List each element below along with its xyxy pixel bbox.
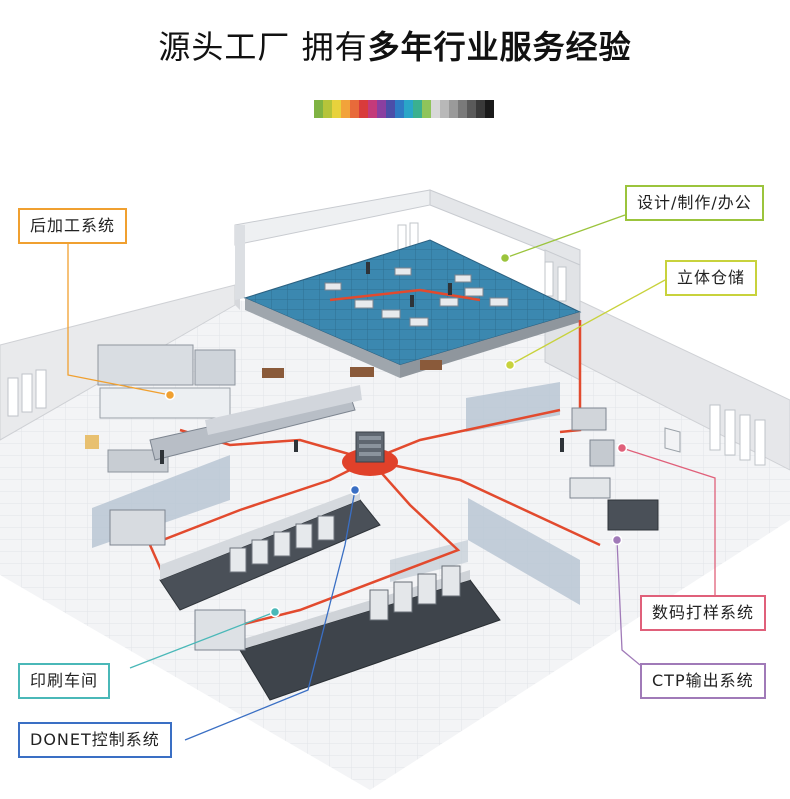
swatch-15 [449,100,458,118]
swatch-18 [476,100,485,118]
office-side-wall [235,225,245,300]
swatch-19 [485,100,494,118]
swatch-0 [314,100,323,118]
page-title: 源头工厂 拥有多年行业服务经验 [0,22,790,68]
title-part2: 多年行业服务经验 [367,28,632,66]
label-print-shop-text: 印刷车间 [30,671,99,690]
swatch-4 [350,100,359,118]
label-storage-text: 立体仓储 [677,268,746,287]
swatch-8 [386,100,395,118]
partition-right [468,498,580,605]
label-digital-proof-text: 数码打样系统 [652,603,755,622]
swatch-3 [341,100,350,118]
label-design-text: 设计/制作/办公 [637,193,752,212]
swatch-13 [431,100,440,118]
label-print-shop: 印刷车间 [18,663,111,699]
storage-pallets [262,360,442,378]
label-ctp-text: CTP输出系统 [652,671,754,690]
callout-dots [164,252,628,618]
swatch-5 [359,100,368,118]
swatch-10 [404,100,413,118]
swatch-11 [413,100,422,118]
printing-press-1 [109,490,381,611]
swatch-12 [422,100,431,118]
swatch-9 [395,100,404,118]
swatch-6 [368,100,377,118]
label-digital-proof: 数码打样系统 [640,595,767,631]
label-donet-text: DONET控制系统 [30,730,160,749]
label-design: 设计/制作/办公 [625,185,764,221]
label-ctp: CTP输出系统 [640,663,766,699]
label-post-press: 后加工系统 [18,208,128,244]
title-part1: 源头工厂 拥有 [158,28,368,66]
swatch-1 [323,100,332,118]
swatch-17 [467,100,476,118]
swatch-16 [458,100,467,118]
label-post-press-text: 后加工系统 [30,216,116,235]
swatch-14 [440,100,449,118]
printing-press-2 [194,565,501,701]
swatch-2 [332,100,341,118]
post-press-machines [85,344,362,473]
label-storage: 立体仓储 [665,260,758,296]
people [160,262,564,464]
label-donet: DONET控制系统 [18,722,172,758]
office-desks [324,267,509,327]
partition-center [466,382,560,432]
right-windows [709,404,766,466]
left-windows [7,369,47,417]
digital-proof-machines [569,407,681,531]
callout-lines [67,214,716,741]
swatch-7 [377,100,386,118]
color-swatch-strip [314,100,494,118]
